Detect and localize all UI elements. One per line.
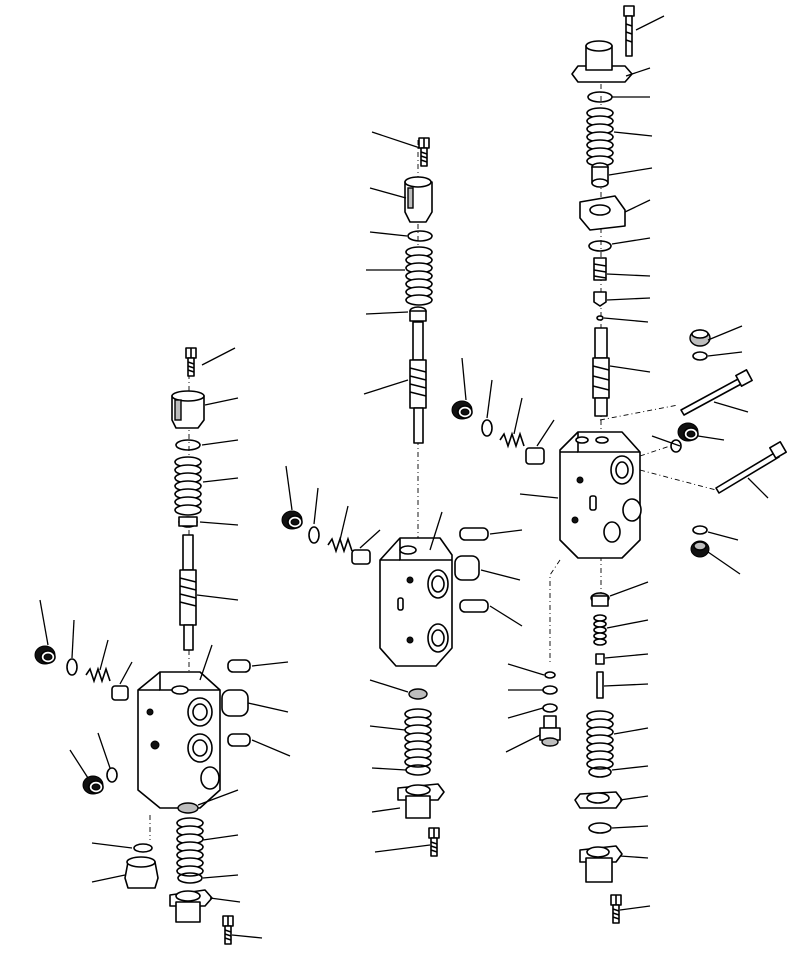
plug-icon: [281, 510, 303, 530]
hex-bolt-icon: [418, 137, 430, 167]
spring-cap-icon: [404, 176, 433, 223]
adjust-screw-icon: [593, 257, 607, 281]
valve-body-icon: [137, 671, 221, 809]
adapter-block-icon: [579, 195, 626, 231]
tie-rod-icon: [680, 369, 753, 416]
hex-bolt-icon: [623, 5, 635, 57]
poppet-icon: [525, 447, 545, 465]
small-spring-icon: [327, 536, 353, 554]
leader-lines: [39, 347, 291, 939]
o-ring-icon: [588, 240, 612, 252]
o-ring-icon: [106, 767, 118, 783]
plug-icon: [82, 775, 104, 795]
hex-bolt-icon: [428, 827, 440, 857]
plug-icon: [677, 422, 699, 442]
o-ring-icon: [542, 703, 558, 713]
o-ring-icon: [133, 843, 153, 853]
hex-bolt-icon: [185, 347, 197, 377]
valve-body-icon: [559, 431, 642, 559]
o-ring-icon: [544, 671, 556, 679]
gasket-icon: [454, 555, 480, 581]
poppet-icon: [595, 653, 605, 665]
flange-cover-icon: [397, 783, 445, 819]
o-ring-icon: [175, 439, 201, 451]
leader-lines: [461, 15, 769, 911]
poppet-icon: [111, 685, 129, 701]
poppet-icon: [351, 549, 371, 565]
spool-icon: [409, 321, 427, 444]
gasket-icon: [459, 527, 489, 541]
cap-icon: [124, 856, 159, 889]
o-ring-icon: [587, 91, 613, 103]
right-valve-section: [451, 5, 787, 924]
seat-icon: [177, 802, 199, 814]
o-ring-icon: [670, 439, 682, 453]
small-spring-icon: [85, 666, 111, 684]
check-valve-icon: [539, 715, 561, 747]
o-ring-icon: [596, 315, 604, 321]
plug-icon: [34, 645, 56, 665]
spring-icon: [405, 246, 433, 306]
flange-cover-icon: [574, 791, 623, 809]
plug-icon: [690, 540, 710, 558]
spring-icon: [174, 456, 202, 516]
spring-cap-icon: [171, 390, 205, 429]
spring-icon: [404, 708, 432, 768]
valve-body-icon: [379, 537, 453, 667]
o-ring-icon: [177, 872, 203, 884]
o-ring-icon: [481, 419, 493, 437]
gasket-icon: [221, 689, 249, 717]
seat-icon: [408, 688, 428, 700]
leader-lines: [285, 131, 523, 853]
o-ring-icon: [692, 351, 708, 361]
spring-icon: [586, 710, 614, 770]
gasket-icon: [227, 659, 251, 673]
o-ring-icon: [542, 685, 558, 695]
gasket-icon: [459, 599, 489, 613]
spring-seat-icon: [409, 306, 427, 322]
gasket-icon: [227, 733, 251, 747]
o-ring-icon: [407, 230, 433, 242]
flange-cover-icon: [579, 845, 623, 883]
hex-bolt-icon: [222, 915, 234, 945]
center-valve-section: [281, 131, 523, 857]
spool-icon: [179, 534, 197, 651]
seat-icon: [591, 595, 609, 607]
plug-icon: [451, 400, 473, 420]
small-spring-icon: [593, 614, 607, 646]
spool-icon: [592, 327, 610, 417]
flange-cover-icon: [169, 889, 213, 923]
left-valve-section: [34, 347, 291, 945]
tie-rod-icon: [715, 441, 787, 494]
spring-icon: [586, 107, 614, 167]
o-ring-icon: [308, 526, 320, 544]
spring-seat-icon: [591, 162, 609, 188]
o-ring-icon: [588, 822, 612, 834]
pin-icon: [596, 671, 604, 699]
o-ring-icon: [66, 658, 78, 676]
nut-icon: [593, 291, 607, 307]
flange-cover-icon: [571, 40, 633, 83]
small-spring-icon: [499, 431, 525, 449]
plug-icon: [689, 329, 711, 347]
o-ring-icon: [692, 525, 708, 535]
hex-bolt-icon: [610, 894, 622, 924]
o-ring-icon: [588, 766, 612, 778]
spring-icon: [176, 817, 204, 877]
spring-seat-icon: [178, 516, 198, 528]
